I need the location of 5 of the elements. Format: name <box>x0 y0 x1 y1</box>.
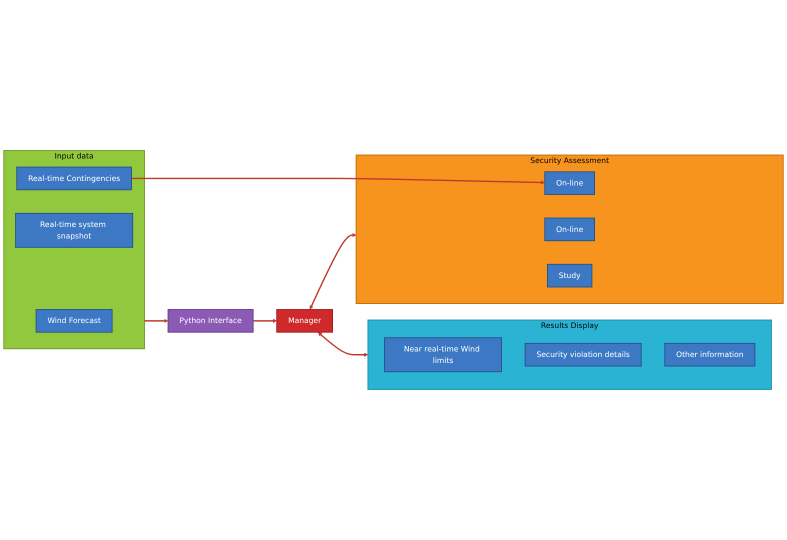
arrow <box>318 332 368 357</box>
arrow <box>132 178 545 185</box>
arrow <box>144 318 168 323</box>
arrow <box>310 232 356 310</box>
arrow <box>253 318 277 323</box>
